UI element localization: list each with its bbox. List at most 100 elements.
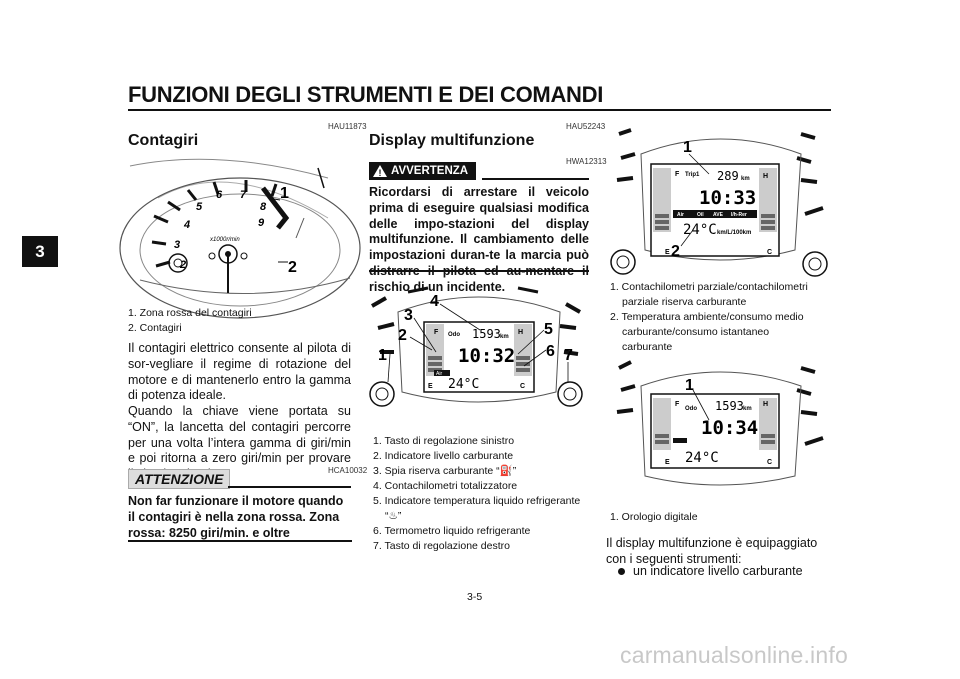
clock-display-figure: F H E C Odo 1593 km 10:34 24°C 1 xyxy=(616,360,824,486)
callout-2: 2 xyxy=(398,327,407,344)
tick-6: 6 xyxy=(216,189,223,201)
rpm-label: x1000r/min xyxy=(209,237,240,243)
lcd-f-label: F xyxy=(675,171,680,178)
caption-item: carburante xyxy=(622,341,673,353)
lcd-odo-value: 1593 xyxy=(715,399,744,413)
callout-2: 2 xyxy=(671,243,680,260)
bullet-icon xyxy=(618,568,625,576)
warning-end-rule xyxy=(369,270,589,272)
lcd-odo-label: Odo xyxy=(448,332,460,338)
lcd-air: Air xyxy=(436,371,442,377)
caution-box: ATTENZIONE xyxy=(128,469,231,489)
tick-2: 2 xyxy=(179,259,186,271)
svg-text:!: ! xyxy=(379,168,382,178)
lcd-c-label: C xyxy=(520,383,525,390)
callout-6: 6 xyxy=(546,343,555,360)
caption-item: parziale riserva carburante xyxy=(622,296,747,308)
lcd-e-label: E xyxy=(428,383,433,390)
caption-item: 1. Zona rossa del contagiri xyxy=(128,307,252,319)
caution-text: Non far funzionare il motore quando il c… xyxy=(128,494,344,540)
callout-7: 7 xyxy=(564,347,573,364)
lcd-trip-value: 289 xyxy=(717,169,739,183)
callout-5: 5 xyxy=(544,321,553,338)
lcd-temp: 24°C xyxy=(685,450,719,466)
caution-end-rule xyxy=(128,540,352,542)
caption-item: 2. Indicatore livello carburante xyxy=(373,450,514,462)
caption-item: 1. Contachilometri parziale/contachilome… xyxy=(610,281,808,293)
warning-label: AVVERTENZA xyxy=(391,165,469,177)
warning-box: ! AVVERTENZA xyxy=(369,162,477,180)
lcd-h-label: H xyxy=(763,173,768,180)
caption-item: 4. Contachilometri totalizzatore xyxy=(373,480,518,492)
lcd-mode-ave: AVE xyxy=(713,212,724,218)
lcd-time: 10:33 xyxy=(699,187,756,209)
caption-item: 1. Tasto di regolazione sinistro xyxy=(373,435,515,447)
caption-item: 1. Orologio digitale xyxy=(610,511,698,523)
caption-item: 2. Temperatura ambiente/consumo medio xyxy=(610,311,804,323)
lcd-c-label: C xyxy=(767,459,772,466)
callout-1: 1 xyxy=(280,185,289,202)
lcd-trip-label: Trip1 xyxy=(685,172,700,178)
warning-text: Ricordarsi di arrestare il veicolo prima… xyxy=(369,185,589,294)
lcd-temp: 24°C xyxy=(683,222,717,238)
callout-3: 3 xyxy=(404,307,413,324)
warning-triangle-icon: ! xyxy=(373,165,387,178)
header-rule xyxy=(128,109,831,111)
caution-label: ATTENZIONE xyxy=(128,469,231,489)
tachometer-figure: 2 3 4 5 6 7 8 9 x1000r/min 1 2 xyxy=(119,158,361,319)
caution-rule xyxy=(228,486,351,488)
section-heading-display: Display multifunzione xyxy=(369,132,535,149)
tick-7: 7 xyxy=(240,189,247,201)
lcd-e-label: E xyxy=(665,459,670,466)
caption-item: “♨” xyxy=(385,510,402,522)
paragraph-display-equipment: Il display multifunzione è equipaggiato … xyxy=(606,536,818,566)
lcd-h-label: H xyxy=(518,329,523,336)
caption-item: 6. Termometro liquido refrigerante xyxy=(373,525,531,537)
lcd-e-label: E xyxy=(665,249,670,256)
bullet-text: un indicatore livello carburante xyxy=(633,564,803,578)
section-heading-contagiri: Contagiri xyxy=(128,132,199,149)
caption-item: 3. Spia riserva carburante “⛽” xyxy=(373,465,517,477)
section-tab: 3 xyxy=(22,236,58,267)
trip-display-figure: F H E C Trip1 289 km 10:33 Air Oil AVE I… xyxy=(610,128,828,277)
lcd-h-label: H xyxy=(763,401,768,408)
callout-1: 1 xyxy=(378,347,387,364)
bullet-item: un indicatore livello carburante xyxy=(618,564,803,580)
lcd-odo-label: Odo xyxy=(685,406,697,412)
lcd-f-label: F xyxy=(434,329,439,336)
lcd-time: 10:32 xyxy=(458,345,515,367)
lcd-mode-air: Air xyxy=(677,212,684,218)
callout-1: 1 xyxy=(683,139,692,156)
clock-captions: 1. Orologio digitale xyxy=(610,510,698,525)
caption-item: carburante/consumo istantaneo xyxy=(622,326,770,338)
tick-3: 3 xyxy=(174,239,180,251)
lcd-km: km xyxy=(743,406,752,412)
tick-5: 5 xyxy=(196,201,203,213)
callout-1: 1 xyxy=(685,377,694,394)
caption-item: 2. Contagiri xyxy=(128,322,182,334)
lcd-f-label: F xyxy=(675,401,680,408)
lcd-mode-ih: I/h-Rer xyxy=(731,212,747,218)
tick-8: 8 xyxy=(260,201,267,213)
ref-code: HAU52243 xyxy=(566,122,606,131)
lcd-c-label: C xyxy=(767,249,772,256)
tick-9: 9 xyxy=(258,217,265,229)
tachometer-captions: 1. Zona rossa del contagiri 2. Contagiri xyxy=(128,306,252,336)
watermark: carmanualsonline.info xyxy=(620,642,848,668)
page-header-title: FUNZIONI DEGLI STRUMENTI E DEI COMANDI xyxy=(128,82,604,107)
lcd-time: 10:34 xyxy=(701,417,758,439)
warning-rule xyxy=(482,178,589,180)
callout-2: 2 xyxy=(288,259,297,276)
lcd-temp: 24°C xyxy=(448,377,479,392)
display-captions: 1. Tasto di regolazione sinistro 2. Indi… xyxy=(373,434,580,554)
lcd-km: km xyxy=(500,334,509,340)
lcd-unit: km/L/100km xyxy=(717,230,751,236)
ref-code: HCA10032 xyxy=(328,466,368,475)
tick-4: 4 xyxy=(183,219,190,231)
callout-4: 4 xyxy=(430,293,439,310)
lcd-km: km xyxy=(741,176,750,182)
caption-item: 5. Indicatore temperatura liquido refrig… xyxy=(373,495,581,507)
caption-item: 7. Tasto di regolazione destro xyxy=(373,540,510,552)
trip-captions: 1. Contachilometri parziale/contachilome… xyxy=(610,280,808,355)
ref-code: HWA12313 xyxy=(566,157,607,166)
